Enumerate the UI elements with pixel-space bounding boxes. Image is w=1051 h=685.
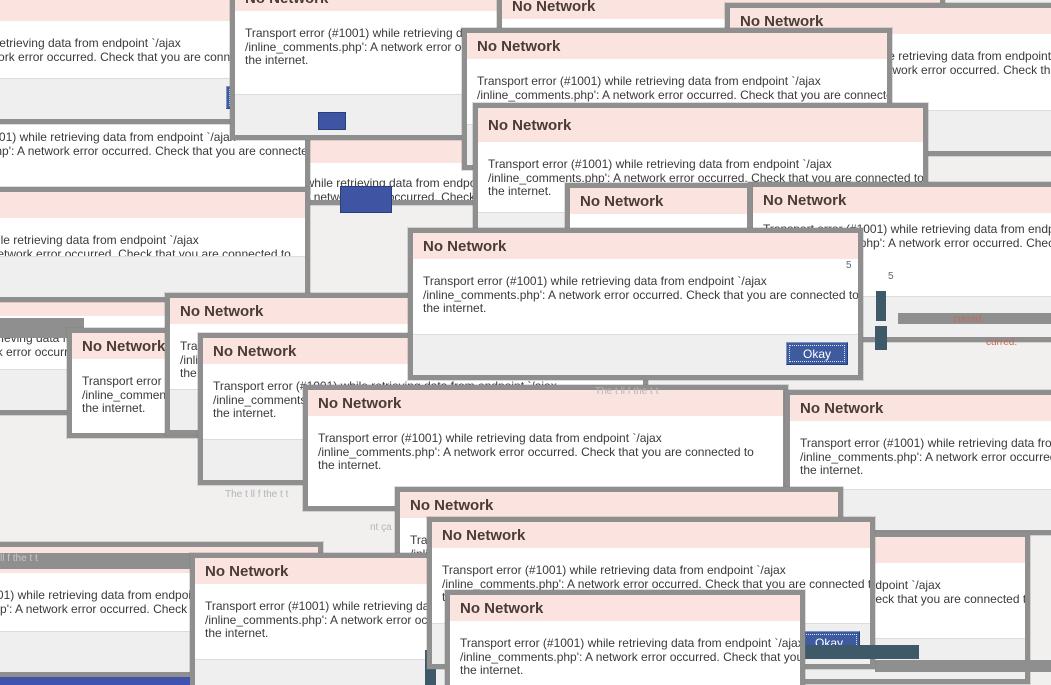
okay-button-fragment[interactable] — [340, 186, 392, 213]
window-border-fragment: ll f the t t — [0, 553, 193, 569]
background-text-fragment: nt ça — [370, 522, 392, 532]
dialog-title-bar[interactable]: No Network — [467, 33, 887, 60]
window-border-fragment — [0, 318, 84, 338]
background-text-fragment: 5 — [888, 271, 894, 282]
error-message: Transport error (#1001) while retrieving… — [318, 431, 754, 472]
dialog-body: Transport error (#1001) while retrieving… — [0, 218, 305, 257]
dialog-title-bar[interactable]: No Network — [400, 492, 838, 519]
dialog-title: No Network — [245, 0, 328, 7]
dialog-title-bar[interactable]: No Network — [570, 188, 747, 215]
dialog-title: No Network — [488, 116, 572, 134]
dialog-title-bar[interactable]: No Network — [753, 187, 1051, 214]
dialog-body: Transport error (#1001) while retrieving… — [413, 259, 858, 335]
dialog-title: No Network — [82, 337, 166, 355]
background-text-fragment: curred. — [986, 337, 1018, 348]
okay-button[interactable]: Okay — [786, 342, 848, 365]
dialog-title: No Network — [180, 302, 264, 320]
dialog-title-bar[interactable]: No Network — [0, 192, 305, 219]
background-text-fragment: curred. — [953, 314, 985, 325]
dialog-title-bar[interactable]: No Network — [790, 395, 1051, 422]
dialog-title: No Network — [318, 394, 402, 412]
dialog-footer: Okay — [413, 334, 858, 375]
dialog-body: Transport error (#1001) while retrieving… — [0, 115, 305, 189]
dialog-title-bar[interactable]: No Network — [308, 390, 783, 417]
dialog-title: No Network — [512, 0, 596, 15]
error-dialog: No Network Transport error (#1001) while… — [0, 187, 310, 302]
background-selection-fragment — [0, 677, 190, 685]
dialog-title: No Network — [580, 192, 664, 210]
dialog-title: No Network — [740, 12, 824, 30]
okay-button-fragment[interactable] — [318, 112, 346, 130]
dialog-body: Transport error (#1001) while retrieving… — [450, 621, 800, 685]
background-text-fragment: 5 — [846, 260, 852, 271]
background-text-fragment: The t ll f the t t — [225, 489, 289, 500]
dialog-title-bar[interactable]: No Network — [432, 522, 870, 549]
background-text-fragment: The t ll f the t t — [595, 386, 659, 397]
error-message: Transport error (#1001) while retrieving… — [800, 436, 1051, 477]
error-message: Transport error (#1001) while retrieving… — [460, 636, 800, 677]
dialog-title: No Network — [800, 399, 884, 417]
dialog-title-bar[interactable]: No Network — [413, 233, 858, 260]
dialog-title: No Network — [763, 191, 847, 209]
dialog-footer — [0, 256, 305, 297]
dialog-title: No Network — [460, 599, 544, 617]
error-message: Transport error (#1001) while retrieving… — [0, 233, 291, 257]
dialog-title-bar[interactable]: No Network — [450, 595, 800, 622]
dialog-title-bar[interactable]: No Network — [478, 108, 923, 143]
background-image-fragment — [805, 645, 919, 659]
window-border-fragment — [898, 313, 1051, 324]
error-message: Transport error (#1001) while retrieving… — [488, 157, 923, 198]
dialog-body: Transport error (#1001) while retrieving… — [790, 421, 1051, 490]
dialog-title: No Network — [205, 562, 289, 580]
dialog-title: No Network — [442, 526, 526, 544]
background-image-fragment — [875, 326, 887, 350]
window-border-fragment — [875, 660, 1051, 672]
dialog-title: No Network — [477, 37, 561, 55]
background-image-fragment — [876, 291, 886, 321]
dialog-title: No Network — [410, 496, 494, 514]
dialog-title: No Network — [213, 342, 297, 360]
error-dialog: No Network Transport error (#1001) while… — [445, 590, 805, 685]
error-message: Transport error (#1001) while retrieving… — [0, 130, 305, 158]
error-dialog: No Network Transport error (#1001) while… — [408, 228, 863, 380]
error-message: Transport error (#1001) while retrieving… — [423, 274, 858, 315]
dialog-title: No Network — [423, 237, 507, 255]
